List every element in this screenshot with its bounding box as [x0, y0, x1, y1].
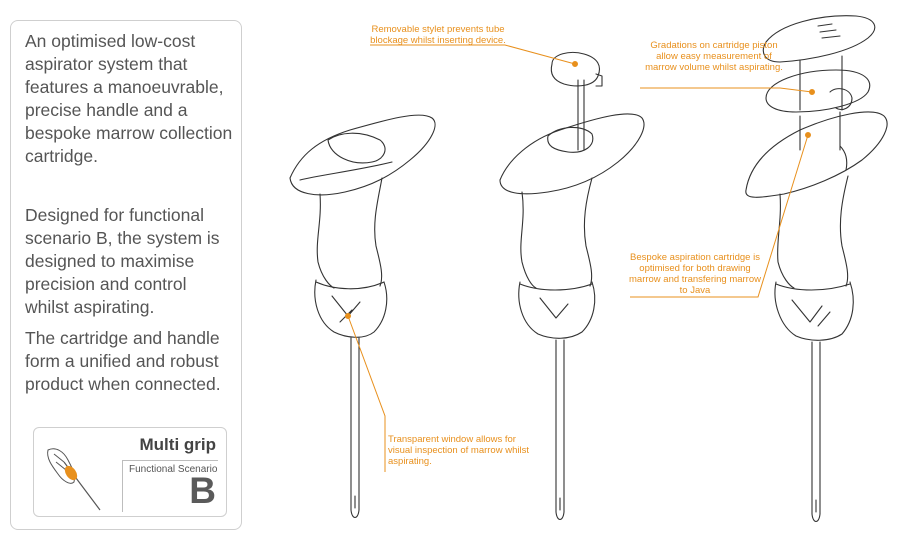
- scenario-box: Functional Scenario B: [122, 460, 218, 512]
- callout-cartridge: Bespoke aspiration cartridge is optimise…: [629, 252, 761, 296]
- callout-window: Transparent window allows for visual ins…: [388, 434, 529, 467]
- window-leader-dot: [345, 313, 351, 319]
- description-paragraph-2: Designed for functional scenario B, the …: [25, 205, 220, 317]
- scenario-label: Functional Scenario: [129, 464, 218, 475]
- cartridge-leader-dot: [805, 132, 811, 138]
- callout-stylet: Removable stylet prevents tube blockage …: [370, 24, 506, 46]
- gradations-leader: [640, 87, 813, 93]
- hand-grip-icon: [47, 448, 101, 511]
- aspirator-sketch-3: [745, 15, 888, 523]
- cartridge-leader: [630, 134, 809, 298]
- window-leader: [347, 315, 386, 472]
- aspirator-sketch-1: [289, 114, 436, 519]
- description-paragraph-1: An optimised low-cost aspirator system t…: [25, 31, 233, 166]
- description-paragraph-3: The cartridge and handle form a unified …: [25, 328, 221, 394]
- callout-gradations: Gradations on cartridge piston allow eas…: [645, 40, 783, 73]
- scenario-letter: B: [189, 470, 216, 511]
- gradations-leader-dot: [809, 89, 815, 95]
- stylet-leader-dot: [572, 61, 578, 67]
- stylet-leader: [370, 44, 576, 65]
- grip-title: Multi grip: [139, 435, 216, 454]
- grip-card: Multi grip Functional Scenario B: [33, 427, 227, 517]
- aspirator-sketch-2: [499, 51, 645, 521]
- description-panel: An optimised low-cost aspirator system t…: [10, 20, 242, 530]
